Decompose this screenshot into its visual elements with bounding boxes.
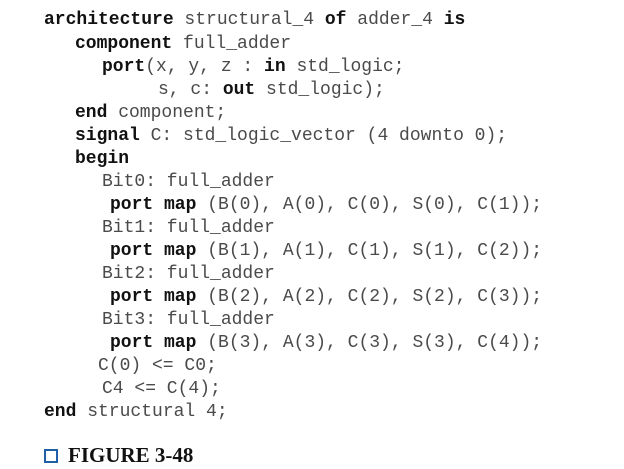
code-text: Bit2: full_adder (102, 264, 275, 284)
code-text: structural 4; (76, 402, 228, 422)
code-line: port map (B(0), A(0), C(0), S(0), C(1)); (110, 194, 542, 216)
code-line: architecture structural_4 of adder_4 is (44, 9, 465, 31)
code-line: begin (75, 148, 129, 170)
code-line: Bit0: full_adder (102, 171, 275, 193)
code-line: Bit1: full_adder (102, 217, 275, 239)
code-text: (B(1), A(1), C(1), S(1), C(2)); (196, 241, 543, 261)
code-text: std_logic; (285, 57, 405, 77)
code-line: port map (B(3), A(3), C(3), S(3), C(4)); (110, 332, 542, 354)
code-keyword: end (75, 103, 108, 123)
code-text: full_adder (172, 34, 292, 54)
code-line: port map (B(2), A(2), C(2), S(2), C(3)); (110, 286, 542, 308)
code-text: Bit1: full_adder (102, 218, 275, 238)
code-line: port map (B(1), A(1), C(1), S(1), C(2)); (110, 240, 542, 262)
code-text: Bit3: full_adder (102, 310, 275, 330)
code-keyword: in (264, 57, 286, 77)
code-keyword: end (44, 402, 77, 422)
code-line: port(x, y, z : in std_logic; (102, 56, 404, 78)
code-text: C: std_logic_vector (4 downto 0); (139, 126, 508, 146)
code-line: component full_adder (75, 33, 291, 55)
code-keyword: signal (75, 126, 140, 146)
code-text: component; (107, 103, 227, 123)
code-line: signal C: std_logic_vector (4 downto 0); (75, 125, 507, 147)
code-line: s, c: out std_logic); (158, 79, 385, 101)
code-keyword: port map (110, 241, 197, 261)
code-text: s, c: (158, 80, 223, 100)
figure-caption: FIGURE 3-48 (44, 443, 193, 468)
code-text: std_logic); (255, 80, 385, 100)
code-keyword: component (75, 34, 173, 54)
code-keyword: port map (110, 333, 197, 353)
code-text: (B(3), A(3), C(3), S(3), C(4)); (196, 333, 543, 353)
square-bullet-icon (44, 448, 58, 463)
code-text: C(0) <= C0; (98, 356, 217, 376)
code-line: Bit3: full_adder (102, 309, 275, 331)
code-text: Bit0: full_adder (102, 172, 275, 192)
code-line: C(0) <= C0; (98, 355, 217, 377)
code-text: structural_4 (173, 10, 325, 30)
code-text: adder_4 (346, 10, 444, 30)
code-text: (x, y, z : (145, 57, 265, 77)
code-keyword: is (443, 10, 466, 30)
code-keyword: port (102, 57, 146, 77)
code-keyword: out (222, 80, 256, 100)
code-line: Bit2: full_adder (102, 263, 275, 285)
code-text: (B(0), A(0), C(0), S(0), C(1)); (196, 195, 543, 215)
code-keyword: port map (110, 287, 197, 307)
code-line: end structural 4; (44, 401, 228, 423)
code-text: (B(2), A(2), C(2), S(2), C(3)); (196, 287, 543, 307)
code-line: end component; (75, 102, 226, 124)
code-keyword: of (324, 10, 347, 30)
code-text: C4 <= C(4); (102, 379, 221, 399)
figure-label: FIGURE 3-48 (68, 443, 194, 467)
code-keyword: begin (75, 149, 130, 169)
code-keyword: architecture (44, 10, 174, 30)
code-line: C4 <= C(4); (102, 378, 221, 400)
code-keyword: port map (110, 195, 197, 215)
